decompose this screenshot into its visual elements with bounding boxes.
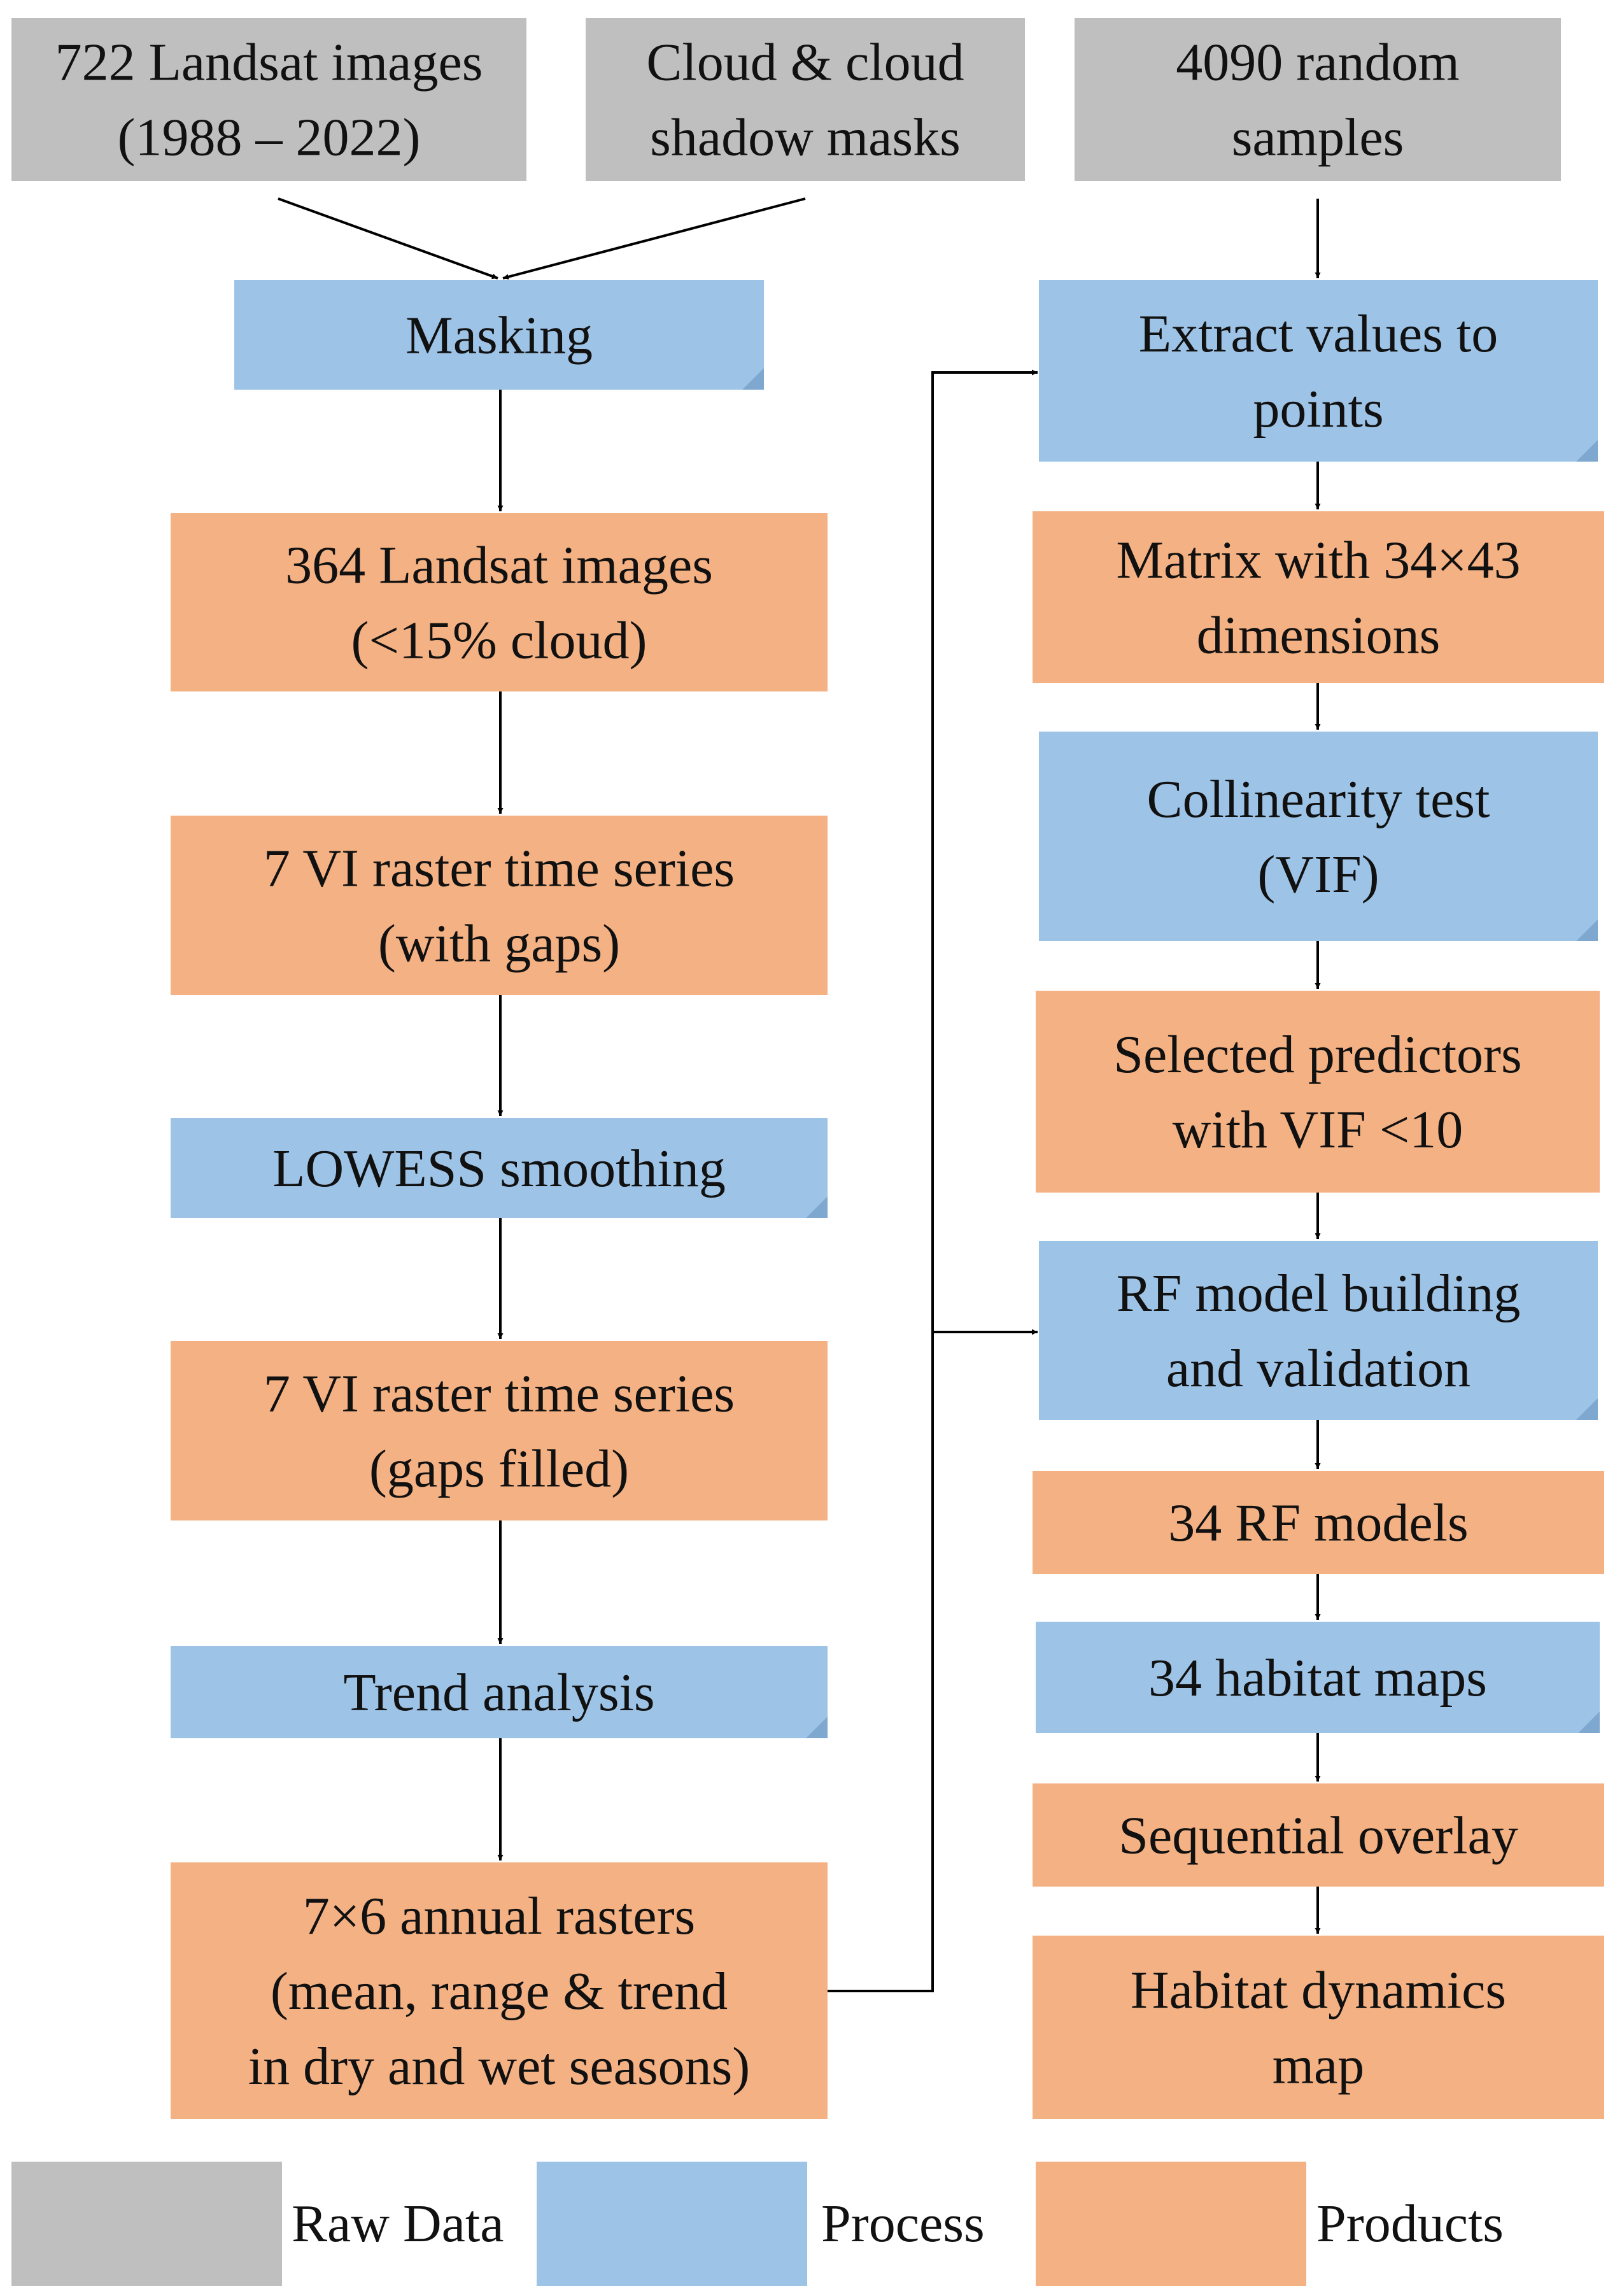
collinearity-text-line: Collinearity test <box>1147 770 1490 829</box>
matrix-text-line: Matrix with 34×43 <box>1116 531 1520 590</box>
annual-rasters-text-line: 7×6 annual rasters <box>303 1887 696 1946</box>
vi-gaps-text-line: 7 VI raster time series <box>264 839 735 898</box>
habitat-maps-box <box>1036 1622 1600 1733</box>
lowess-text-line: LOWESS smoothing <box>272 1139 726 1198</box>
rf-build-fold <box>1576 1398 1598 1420</box>
edge-cloud-masks-to-masking <box>502 197 806 280</box>
matrix-text-line: dimensions <box>1197 606 1441 665</box>
dynamics-box <box>1033 1936 1604 2119</box>
random-samples-text-line: samples <box>1232 108 1404 167</box>
annual-rasters-text-line: (mean, range & trend <box>271 1962 728 2021</box>
landsat722-text-line: 722 Landsat images <box>55 33 483 92</box>
edge-landsat722-to-masking <box>278 197 498 280</box>
masking-fold <box>742 368 764 390</box>
trend-fold <box>806 1717 828 1738</box>
node-extract: Extract values to points <box>1039 280 1598 462</box>
node-matrix: Matrix with 34×43 dimensions <box>1033 511 1604 683</box>
extract-text-line: Extract values to <box>1139 304 1498 364</box>
node-vi-gaps: 7 VI raster time series (with gaps) <box>171 816 828 995</box>
annual-rasters-box <box>171 1862 828 2119</box>
rf-models-text-line: 34 RF models <box>1168 1494 1468 1553</box>
node-rf-models: 34 RF models <box>1033 1471 1604 1574</box>
connector-layer <box>278 197 1321 1992</box>
legend-swatch-products <box>1036 2162 1306 2286</box>
node-lowess: LOWESS smoothing <box>171 1118 828 1218</box>
node-layer: 722 Landsat images (1988 – 2022) Cloud & … <box>11 18 1604 2119</box>
lowess-fold <box>806 1196 828 1218</box>
overlay-text-line: Sequential overlay <box>1118 1806 1518 1866</box>
matrix-box <box>1033 511 1604 683</box>
annual-rasters-text-line: in dry and wet seasons) <box>248 2037 750 2096</box>
selected-text-line: with VIF <10 <box>1173 1100 1463 1159</box>
extract-fold <box>1576 440 1598 462</box>
node-trend: Trend analysis <box>171 1646 828 1738</box>
rf-build-box <box>1039 1241 1598 1420</box>
habitat-maps-text-line: 34 habitat maps <box>1148 1648 1487 1708</box>
vi-filled-text-line: 7 VI raster time series <box>264 1364 735 1424</box>
node-annual-rasters: 7×6 annual rasters (mean, range & trend in… <box>171 1862 828 2119</box>
collinearity-text-line: (VIF) <box>1257 845 1379 904</box>
cloud-masks-text-line: shadow masks <box>650 108 961 167</box>
legend-label-process: Process <box>821 2194 985 2253</box>
edge-annual-rasters-to-extract <box>828 369 1038 1992</box>
vi-filled-box <box>171 1341 828 1520</box>
node-random-samples: 4090 random samples <box>1075 18 1561 181</box>
vi-filled-text-line: (gaps filled) <box>369 1440 629 1499</box>
habitat-maps-fold <box>1578 1711 1600 1733</box>
overlay-box <box>1033 1783 1604 1887</box>
dynamics-text-line: Habitat dynamics <box>1131 1961 1506 2020</box>
selected-box <box>1036 991 1600 1193</box>
random-samples-text-line: 4090 random <box>1176 33 1460 92</box>
trend-box <box>171 1646 828 1738</box>
cloud-masks-box <box>586 18 1025 181</box>
node-vi-filled: 7 VI raster time series (gaps filled) <box>171 1341 828 1520</box>
legend-swatch-process <box>537 2162 807 2286</box>
selected-text-line: Selected predictors <box>1113 1025 1521 1084</box>
node-overlay: Sequential overlay <box>1033 1783 1604 1887</box>
legend: Raw Data Process Products <box>11 2162 1504 2286</box>
node-habitat-maps: 34 habitat maps <box>1036 1622 1600 1733</box>
vi-gaps-text-line: (with gaps) <box>378 914 620 974</box>
collinearity-box <box>1039 732 1598 941</box>
landsat364-text-line: 364 Landsat images <box>285 536 713 595</box>
lowess-box <box>171 1118 828 1218</box>
node-masking: Masking <box>234 280 764 390</box>
legend-swatch-raw <box>11 2162 282 2286</box>
node-rf-build: RF model building and validation <box>1039 1241 1598 1420</box>
random-samples-box <box>1075 18 1561 181</box>
node-landsat364: 364 Landsat images (<15% cloud) <box>171 513 828 691</box>
node-selected: Selected predictors with VIF <10 <box>1036 991 1600 1193</box>
rf-build-text-line: and validation <box>1166 1339 1470 1398</box>
landsat722-text-line: (1988 – 2022) <box>118 108 421 167</box>
masking-text-line: Masking <box>406 306 593 365</box>
rf-models-box <box>1033 1471 1604 1574</box>
legend-label-products: Products <box>1316 2194 1504 2253</box>
cloud-masks-text-line: Cloud & cloud <box>646 33 964 92</box>
vi-gaps-box <box>171 816 828 995</box>
masking-box <box>234 280 764 390</box>
extract-box <box>1039 280 1598 462</box>
legend-label-raw: Raw Data <box>292 2194 504 2253</box>
node-landsat722: 722 Landsat images (1988 – 2022) <box>11 18 526 181</box>
landsat722-box <box>11 18 526 181</box>
extract-text-line: points <box>1253 379 1383 439</box>
node-collinearity: Collinearity test (VIF) <box>1039 732 1598 941</box>
node-dynamics: Habitat dynamics map <box>1033 1936 1604 2119</box>
node-cloud-masks: Cloud & cloud shadow masks <box>586 18 1025 181</box>
trend-text-line: Trend analysis <box>343 1663 654 1722</box>
landsat364-box <box>171 513 828 691</box>
collinearity-fold <box>1576 919 1598 941</box>
rf-build-text-line: RF model building <box>1117 1264 1521 1323</box>
landsat364-text-line: (<15% cloud) <box>351 611 647 670</box>
dynamics-text-line: map <box>1273 2036 1365 2095</box>
